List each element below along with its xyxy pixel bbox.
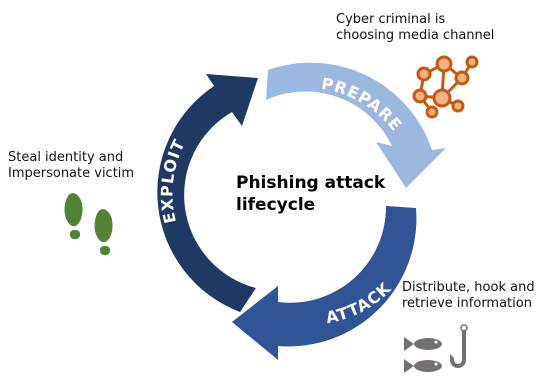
attack-arrow xyxy=(232,206,417,360)
attack-description: Distribute, hook and retrieve informatio… xyxy=(402,280,535,311)
footprints-icon xyxy=(64,193,113,255)
prepare-arrow xyxy=(266,62,446,188)
prepare-description: Cyber criminal is choosing media channel xyxy=(336,12,495,43)
diagram-title: Phishing attack lifecycle xyxy=(236,173,386,215)
exploit-arrow xyxy=(157,74,258,312)
exploit-description: Steal identity and Impersonate victim xyxy=(8,150,135,181)
network-icon xyxy=(412,55,479,119)
fish-hook-icon xyxy=(404,324,468,373)
